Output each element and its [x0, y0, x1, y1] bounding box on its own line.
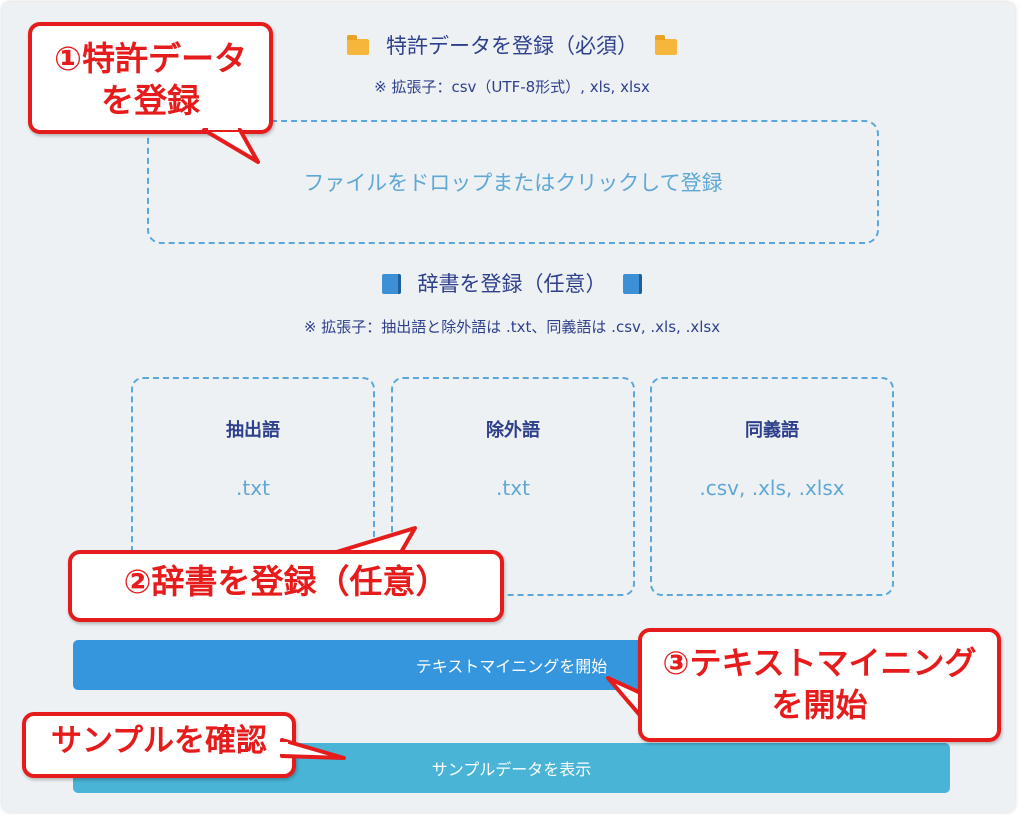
callout-step1: ①特許データ を登録: [28, 22, 273, 134]
dict-box-extension: .txt: [236, 476, 270, 500]
callout-step3: ③テキストマイニング を開始: [638, 628, 1001, 742]
callout-sample-pointer: [280, 738, 346, 760]
dropzone-synonyms[interactable]: 同義語 .csv, .xls, .xlsx: [650, 377, 894, 596]
dict-box-extension: .txt: [496, 476, 530, 500]
dict-title-text: 辞書を登録（任意）: [417, 272, 607, 296]
patent-extension-note: ※ 拡張子：csv（UTF-8形式）, xls, xlsx: [374, 78, 650, 96]
callout-step1-line2: を登録: [101, 81, 200, 120]
callout-step1-line1: ①特許データ: [54, 39, 247, 78]
dict-extension-note: ※ 拡張子：抽出語と除外語は .txt、同義語は .csv, .xls, .xl…: [303, 318, 721, 336]
dropzone-label: ファイルをドロップまたはクリックして登録: [303, 171, 723, 195]
dict-box-extension: .csv, .xls, .xlsx: [699, 476, 845, 500]
callout-step3-line2: を開始: [771, 686, 868, 724]
patent-section-title: 特許データを登録（必須）: [0, 30, 1024, 60]
dict-box-title: 同義語: [745, 420, 799, 441]
dict-box-title: 抽出語: [226, 420, 280, 441]
folder-icon: [347, 35, 370, 55]
patent-title-text: 特許データを登録（必須）: [386, 34, 638, 58]
book-icon: [623, 274, 643, 294]
book-icon: [381, 274, 401, 294]
callout-step1-pointer: [202, 122, 260, 164]
dict-box-title: 除外語: [486, 420, 540, 441]
folder-icon: [654, 35, 677, 55]
dict-section-title: 辞書を登録（任意）: [0, 268, 1024, 298]
patent-dropzone[interactable]: ファイルをドロップまたはクリックして登録: [147, 120, 879, 244]
callout-step2: ②辞書を登録（任意）: [68, 550, 504, 622]
callout-step3-line1: ③テキストマイニング: [662, 644, 977, 682]
dropzone-exclude-words[interactable]: 除外語 .txt: [391, 377, 635, 596]
callout-sample: サンプルを確認: [22, 712, 296, 778]
